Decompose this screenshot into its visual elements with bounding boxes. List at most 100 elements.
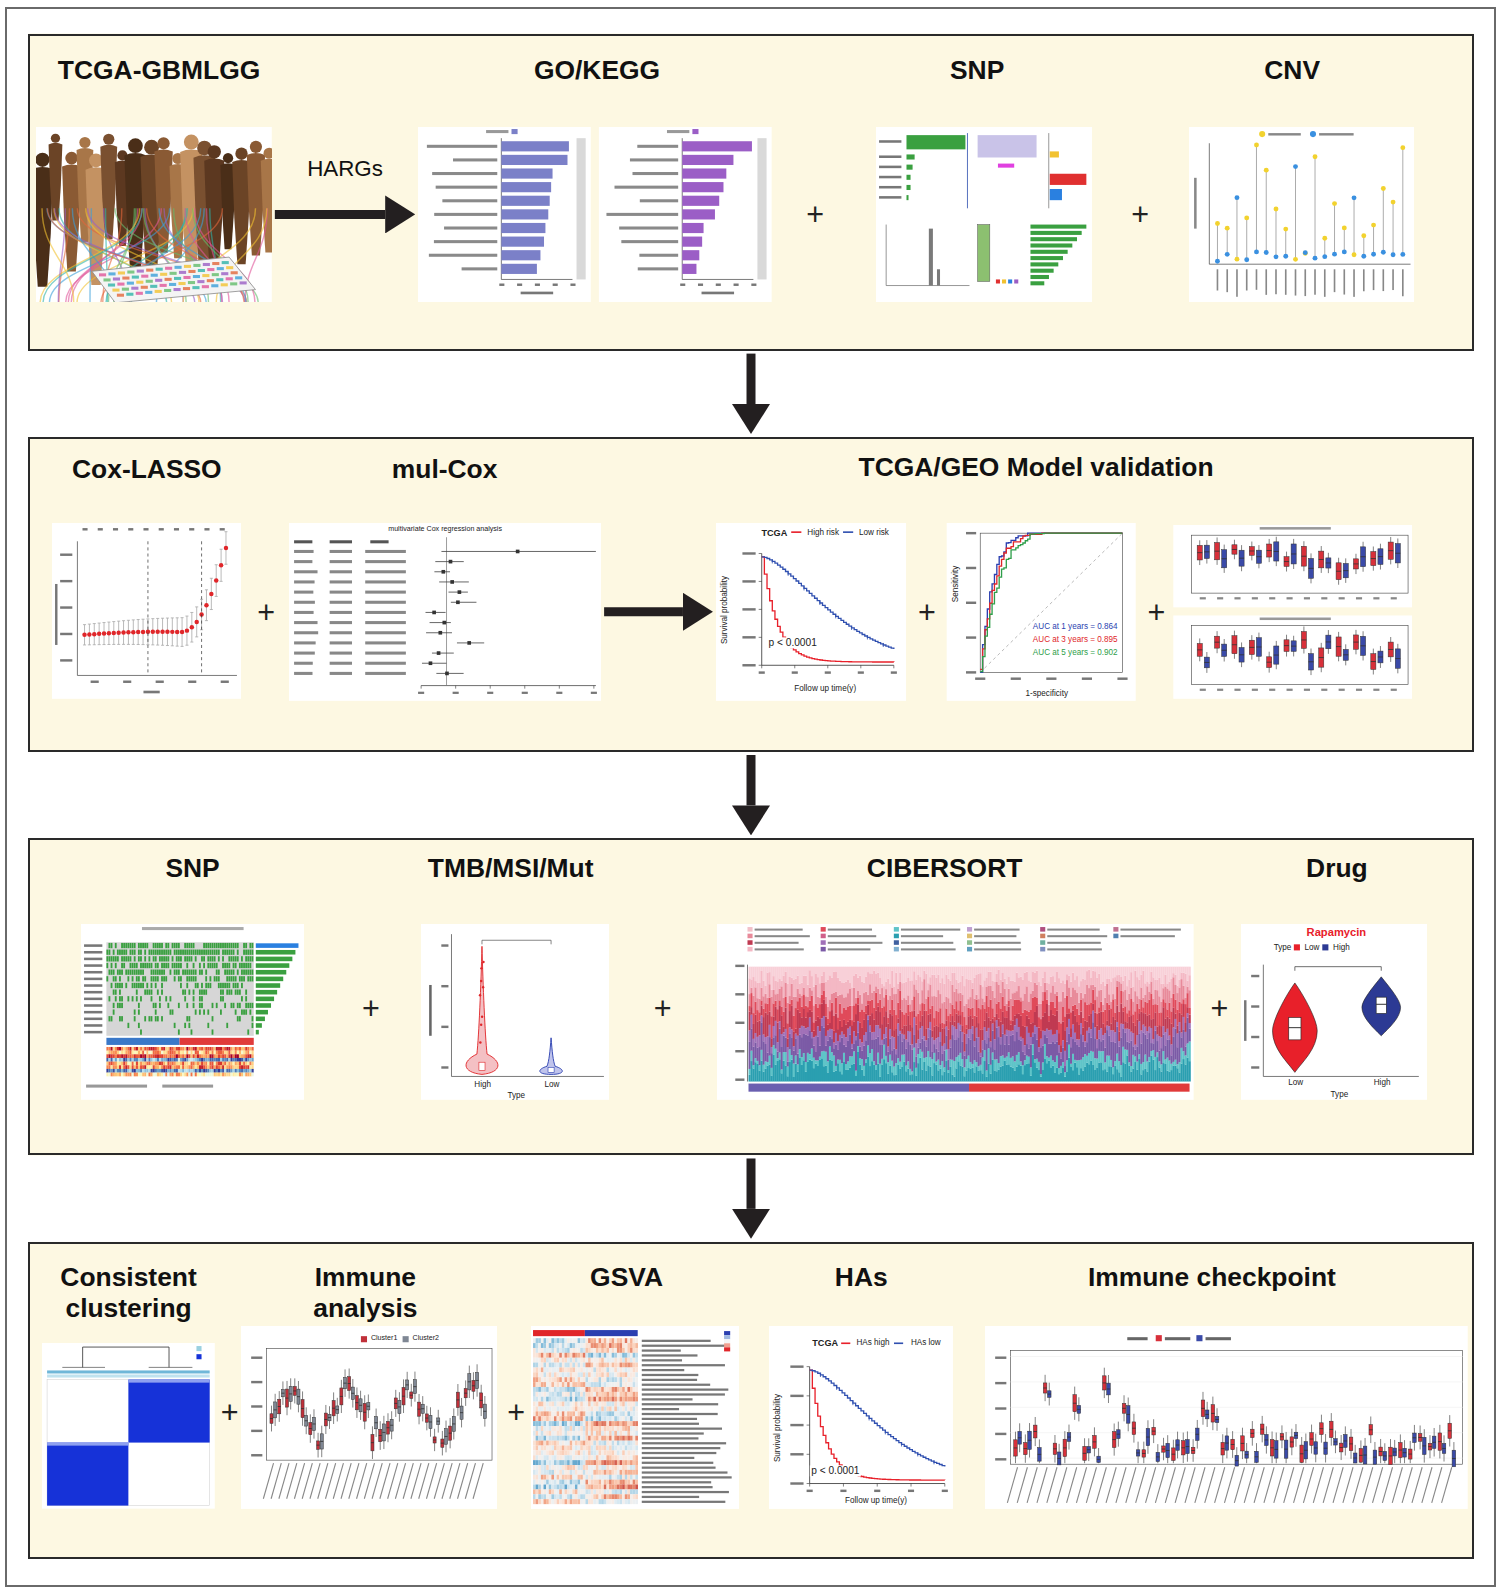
heat-cell — [230, 1069, 232, 1073]
median — [1326, 641, 1331, 642]
heat-cell — [222, 1058, 224, 1062]
mutation-mark — [150, 1016, 152, 1021]
row-label-mark — [84, 1005, 102, 1008]
mutation-mark — [155, 983, 157, 988]
censor-mark — [788, 572, 789, 576]
row-label-mark — [330, 631, 352, 634]
illustration-ground — [36, 127, 272, 303]
mutation-mark — [106, 956, 108, 961]
heat-cell — [243, 1047, 245, 1051]
row-label-mark — [330, 672, 352, 675]
box — [1378, 651, 1383, 663]
cv-point — [83, 632, 87, 636]
tick-mark — [123, 680, 131, 682]
tick-mark — [83, 528, 88, 530]
heat-cell — [119, 1055, 121, 1059]
tick-mark — [975, 677, 985, 679]
bar — [502, 250, 541, 260]
person-body — [261, 158, 272, 252]
legend-swatch — [894, 947, 899, 952]
heat-cell — [113, 1051, 115, 1055]
tick-mark — [742, 552, 755, 554]
error-cap — [166, 645, 169, 646]
heat-cell — [243, 1062, 245, 1066]
mutation-mark — [152, 950, 154, 955]
diagonal — [980, 533, 1122, 672]
heat-cell — [249, 1055, 251, 1059]
heat-cell — [211, 1066, 213, 1070]
tick-mark — [1117, 677, 1127, 679]
heat-cell — [142, 1073, 144, 1077]
median — [1371, 558, 1376, 559]
heat-cell — [157, 1066, 159, 1070]
legend-line — [843, 531, 853, 533]
mutation-mark — [192, 976, 194, 981]
error-cap — [113, 621, 116, 622]
heat-cell — [228, 1051, 230, 1055]
mutation-mark — [146, 983, 148, 988]
mutation-mark — [188, 990, 190, 995]
bar — [906, 184, 910, 189]
legend-swatch — [1040, 947, 1045, 952]
tick-mark — [571, 283, 576, 285]
heat-cell — [148, 1069, 150, 1073]
tick-mark — [1252, 689, 1258, 691]
mutation-mark — [201, 1003, 203, 1008]
mutation-mark — [155, 1003, 157, 1008]
mutation-mark — [209, 943, 211, 948]
mutation-mark — [140, 983, 142, 988]
amplification-dot — [1380, 186, 1385, 191]
amplification-dot — [1341, 225, 1346, 230]
mutation-mark — [207, 963, 209, 968]
error-cap — [98, 644, 101, 645]
heat-cell — [123, 1051, 125, 1055]
heat-cell — [199, 1051, 201, 1055]
mutation-mark — [155, 1010, 157, 1015]
mutation-mark — [226, 990, 228, 995]
heat-cell — [203, 1066, 205, 1070]
heat-cell — [239, 1066, 241, 1070]
axis-label-mark — [1216, 269, 1218, 290]
person-head — [250, 140, 262, 152]
heat-cell — [131, 1047, 133, 1051]
mutation-mark — [142, 970, 144, 975]
flow-arrow — [275, 210, 385, 219]
tick-mark — [1046, 677, 1056, 679]
tick — [593, 685, 594, 688]
mutation-mark — [237, 1016, 239, 1021]
heat-cell — [186, 1066, 188, 1070]
heat-cell — [249, 1062, 251, 1066]
heat-cell — [201, 1051, 203, 1055]
heat-cell — [125, 1062, 127, 1066]
error-cap — [127, 644, 130, 645]
legend-swatch — [747, 947, 752, 952]
mutation-mark — [119, 950, 121, 955]
amplification-dot — [1371, 222, 1376, 227]
heat-cell — [171, 1073, 173, 1077]
mutation-mark — [226, 963, 228, 968]
bar — [1030, 281, 1044, 285]
mutation-mark — [131, 963, 133, 968]
sheet-cell — [184, 275, 191, 278]
mutation-mark — [134, 943, 136, 948]
heat-cell — [171, 1062, 173, 1066]
median — [1361, 645, 1366, 646]
heat-cell — [148, 1062, 150, 1066]
sheet-cell — [207, 268, 214, 271]
tick-mark — [735, 1050, 744, 1052]
heat-cell — [213, 1051, 215, 1055]
tick-mark — [442, 1067, 449, 1069]
heat-cell — [161, 1055, 163, 1059]
estimate-point — [449, 560, 453, 564]
median — [1361, 556, 1366, 557]
lollipop-stem — [1255, 145, 1256, 252]
heat-cell — [241, 1069, 243, 1073]
mutation-mark — [213, 956, 215, 961]
tick-mark — [453, 692, 459, 694]
heat-cell — [249, 1069, 251, 1073]
mutation-mark — [247, 970, 249, 975]
heat-cell — [176, 1058, 178, 1062]
heat-cell — [213, 1047, 215, 1051]
mutation-mark — [140, 1030, 142, 1035]
heat-cell — [178, 1073, 180, 1077]
